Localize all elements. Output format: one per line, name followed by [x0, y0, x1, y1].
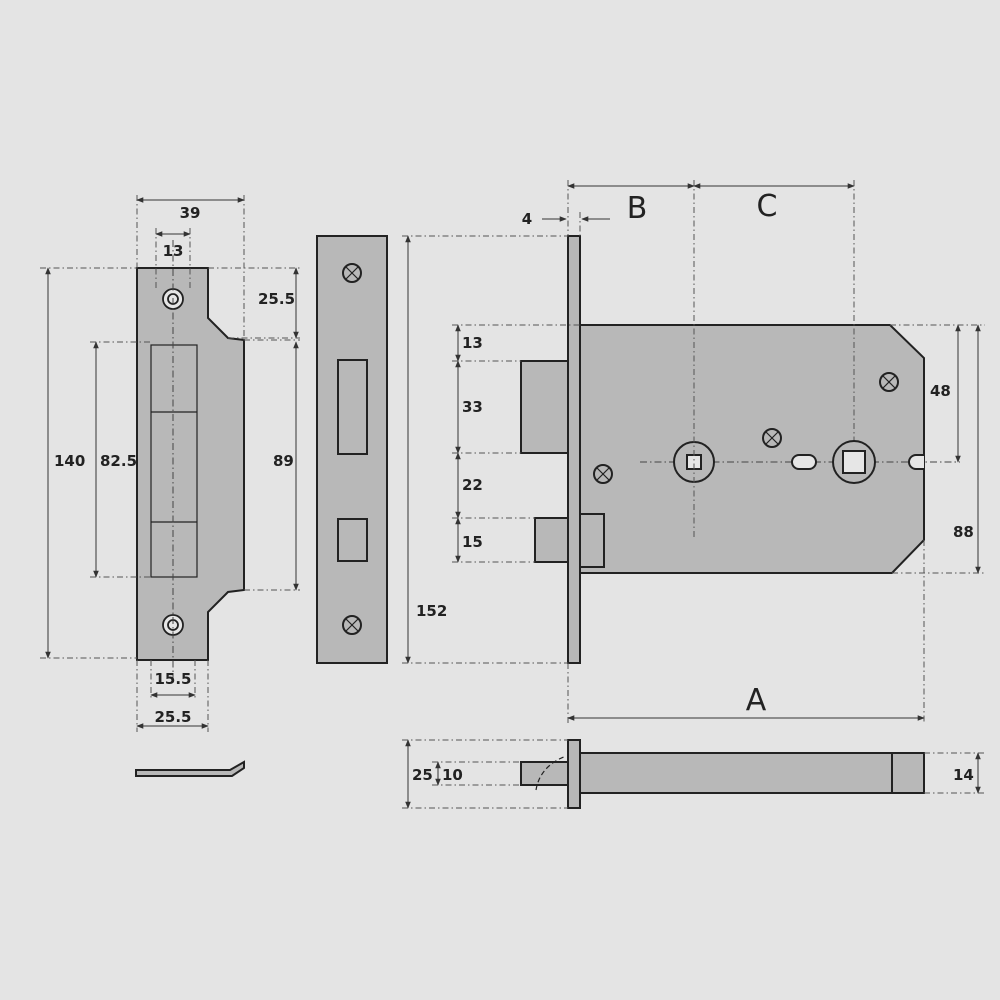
- forend-bolt-slot: [337, 518, 368, 562]
- dim-13-hole: 13: [163, 242, 184, 260]
- dim-25-5-top: 25.5: [258, 290, 295, 308]
- latch-bolt: [520, 360, 569, 454]
- dim-39: 39: [180, 204, 201, 222]
- dead-bolt: [534, 517, 569, 563]
- slot-oval: [791, 454, 817, 470]
- dim-140: 140: [54, 452, 85, 470]
- dim-25-side: 25: [412, 766, 433, 784]
- dim-label-b: B: [627, 191, 648, 226]
- dim-33: 33: [462, 398, 483, 416]
- strike-bottom-screw-hole-icon: [162, 614, 184, 636]
- lock-faceplate: [567, 235, 581, 664]
- case-screw-upper-right-icon: [879, 372, 899, 392]
- dim-82-5: 82.5: [100, 452, 137, 470]
- case-screw-middle-icon: [762, 428, 782, 448]
- forend-plate: [316, 235, 388, 664]
- dim-10: 10: [442, 766, 463, 784]
- case-screw-left-icon: [593, 464, 613, 484]
- strike-plate-opening: [150, 344, 198, 578]
- lock-body-dimensions: B C 4 13 33 22 15 152 48 88 A: [402, 180, 985, 724]
- dim-14: 14: [953, 766, 974, 784]
- strike-plate-dimensions: 39 13 25.5 89 140 82.5 15.5 25.5: [40, 195, 300, 732]
- dim-15-5: 15.5: [154, 670, 191, 688]
- dim-13-latch-top: 13: [462, 334, 483, 352]
- dim-48: 48: [930, 382, 951, 400]
- side-view-forend: [567, 739, 581, 809]
- strike-plate: [136, 240, 245, 680]
- case-notch: [908, 454, 924, 470]
- forend-bottom-screw-icon: [342, 615, 362, 635]
- forend-top-screw-icon: [342, 263, 362, 283]
- dim-88: 88: [953, 523, 974, 541]
- side-view-latch: [520, 761, 569, 786]
- side-view-dimensions: 25 10 14: [402, 739, 985, 809]
- lock-side-view: [520, 739, 925, 809]
- bolt-tail: [579, 513, 605, 568]
- dim-label-c: C: [757, 189, 778, 224]
- key-follower-icon: [832, 440, 876, 484]
- dim-4: 4: [522, 210, 532, 228]
- dim-22: 22: [462, 476, 483, 494]
- forend-latch-slot: [337, 359, 368, 455]
- dim-label-a: A: [746, 683, 767, 718]
- strike-plate-profile: [135, 760, 245, 777]
- follower-spindle-icon: [673, 441, 715, 483]
- lock-body: [520, 235, 960, 664]
- dim-25-5-bottom: 25.5: [154, 708, 191, 726]
- dim-152: 152: [416, 602, 447, 620]
- dim-89: 89: [273, 452, 294, 470]
- dim-15-bolt: 15: [462, 533, 483, 551]
- lock-case: [579, 324, 925, 574]
